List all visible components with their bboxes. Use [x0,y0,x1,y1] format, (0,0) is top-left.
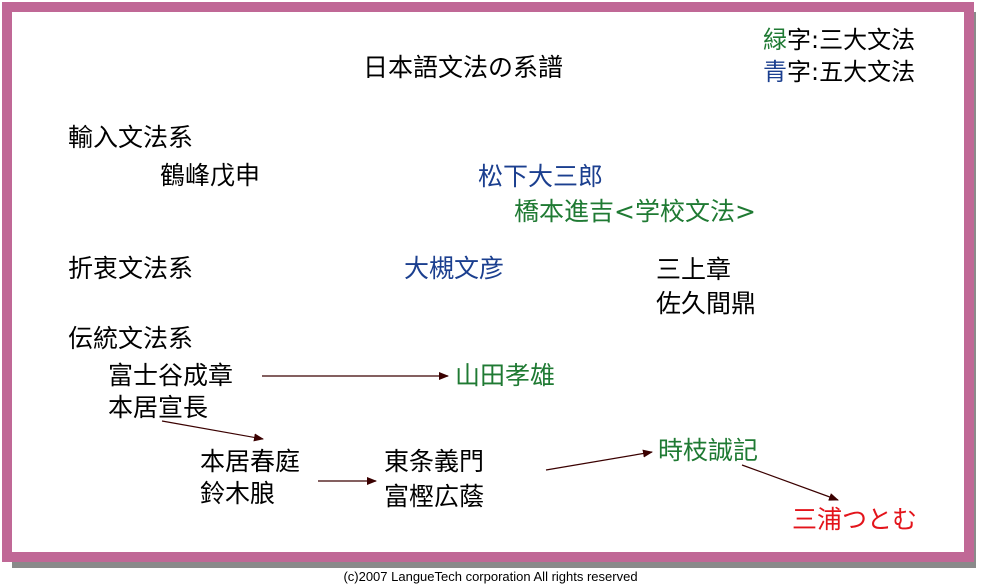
scholar-suzuki: 鈴木朖 [200,479,276,508]
legend-blue-marker: 青 [763,58,787,86]
scholar-hashimoto: 橋本進吉<学校文法> [514,197,756,226]
scholar-tokieda: 時枝誠記 [658,436,759,465]
scholar-sakuma: 佐久間鼎 [656,289,757,318]
scholar-motoori-norinaga: 本居宣長 [108,393,209,422]
legend-green-text: 字:三大文法 [787,26,916,54]
school-traditional: 伝統文法系 [68,324,194,353]
arrow-norinaga-to-haruniwa [161,420,264,442]
copyright-footer: (c)2007 LangueTech corporation All right… [343,569,638,584]
scholar-tsurumine: 鶴峰戊申 [160,161,261,190]
diagram-frame [2,2,974,562]
legend-green-marker: 緑 [763,26,787,54]
scholar-motoori-haruniwa: 本居春庭 [200,447,301,476]
scholar-fujitani: 富士谷成章 [108,361,234,390]
diagram-title: 日本語文法の系譜 [363,53,564,82]
arrow-tokieda-to-miura [741,464,839,501]
arrow-tojo-to-tokieda [545,449,653,471]
legend-blue-text: 字:五大文法 [787,58,916,86]
school-eclectic: 折衷文法系 [68,254,194,283]
scholar-tojo: 東条義門 [384,447,485,476]
scholar-togashi: 富樫広蔭 [384,482,485,511]
scholar-matsushita: 松下大三郎 [478,162,604,191]
legend-blue-row: 青字:五大文法 [763,56,915,88]
legend-green-row: 緑字:三大文法 [763,24,915,56]
scholar-yamada: 山田孝雄 [455,361,556,390]
school-import: 輸入文法系 [68,123,194,152]
scholar-otsuki: 大槻文彦 [404,254,505,283]
scholar-mikami: 三上章 [656,255,732,284]
scholar-miura: 三浦つとむ [792,505,918,534]
